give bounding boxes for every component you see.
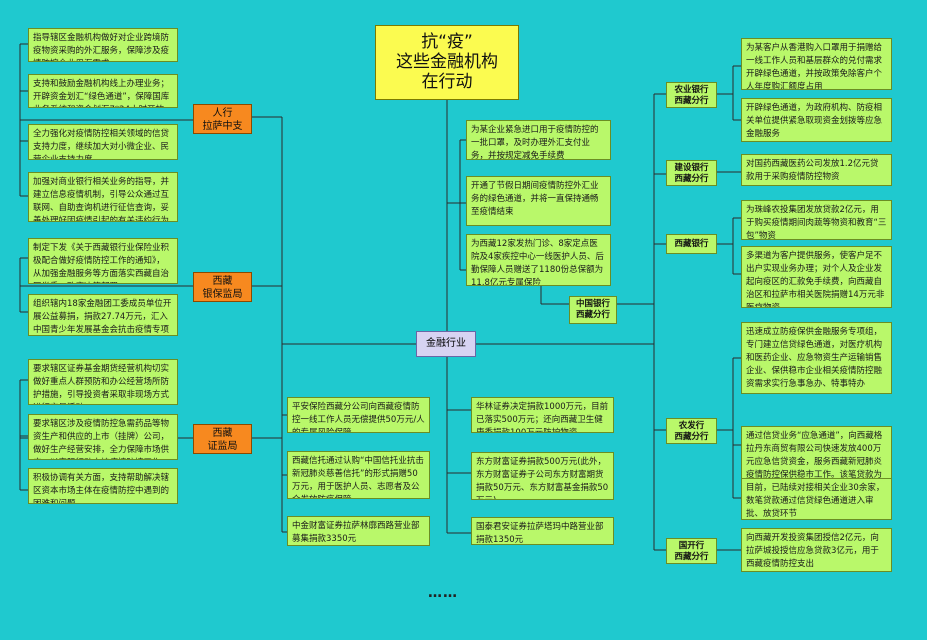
adbc-item-2: 通过信贷业务“应急通道”，向西藏格拉丹东商贸有限公司快速发放400万元应急信贷资… — [741, 426, 892, 486]
adbc-item-1: 迅速成立防疫保供金融服务专项组，专门建立信贷绿色通道，对医疗机构和医药企业、应急… — [741, 322, 892, 394]
label-adbc-line-2: 西藏分行 — [674, 432, 709, 442]
hualin-securities-item: 华林证券决定捐款1000万元，目前已落实500万元；还向西藏卫生健康委捐款100… — [471, 397, 614, 433]
label-cdb-tibet: 国开行 西藏分行 — [666, 538, 717, 564]
pboc-item-1: 指导辖区金融机构做好对企业跨境防疫物资采购的外汇服务，保障涉及疫情防控企业用汇需… — [28, 28, 178, 62]
label-adbc-line-1: 农发行 — [678, 421, 705, 431]
label-cdb-line-2: 西藏分行 — [674, 552, 709, 562]
east-money-item: 东方财富证券捐款500万元(此外，东方财富证券子公司东方财富期货捐款50万元、东… — [471, 452, 614, 500]
bank-of-tibet-item-1: 为珠峰农投集团发放贷款2亿元，用于购买疫情期间肉蔬等物资和教育“三包”物资 — [741, 200, 892, 240]
ellipsis-footer: …… — [428, 585, 458, 601]
label-cbirc-line-1: 西藏 — [212, 276, 233, 287]
label-pboc-lhasa: 人行 拉萨中支 — [193, 104, 252, 134]
pingan-insurance-item: 平安保险西藏分公司向西藏疫情防控一线工作人员无偿提供50万元/人的专属风险保障 — [287, 397, 430, 433]
label-adbc-tibet: 农发行 西藏分行 — [666, 418, 717, 444]
csrc-item-1: 要求辖区证券基金期货经营机构切实做好重点人群预防和办公经营场所防护措施，引导投资… — [28, 359, 178, 405]
label-csrc: 西藏 证监局 — [193, 424, 252, 454]
label-pboc-line-2: 拉萨中支 — [202, 121, 243, 132]
label-boc-line-1: 中国银行 — [575, 299, 610, 309]
boc-item-3: 为西藏12家发热门诊、8家定点医院及4家疾控中心一线医护人员、后勤保障人员赠送了… — [466, 234, 611, 286]
cdb-item-1: 向西藏开发投资集团授信2亿元，向拉萨城投授信应急贷款3亿元，用于西藏疫情防控支出 — [741, 528, 892, 572]
bank-of-tibet-item-2: 多渠道为客户提供服务，使客户足不出户实现业务办理；对个人及企业发起向疫区的汇款免… — [741, 246, 892, 308]
label-cbirc-line-2: 银保监局 — [202, 289, 243, 300]
label-ccb-line-1: 建设银行 — [674, 163, 709, 173]
csrc-item-3: 积极协调有关方面，支持帮助解决辖区资本市场主体在疫情防控中遇到的困难和问题 — [28, 468, 178, 504]
label-ccb-line-2: 西藏分行 — [674, 174, 709, 184]
label-cdb-line-1: 国开行 — [678, 541, 705, 551]
title-line-3: 在行动 — [421, 72, 473, 92]
boc-item-1: 为某企业紧急进口用于疫情防控的一批口罩，及时办理外汇支付业务，并按规定减免手续费 — [466, 120, 611, 160]
label-csrc-line-2: 证监局 — [207, 441, 238, 452]
label-cbirc: 西藏 银保监局 — [193, 272, 252, 302]
adbc-item-3: 目前，已陆续对接相关企业30余家，数笔贷款通过信贷绿色通道进入审批、放贷环节 — [741, 478, 892, 520]
boc-item-2: 开通了节假日期间疫情防控外汇业务的绿色通道，并将一直保持通畅至疫情结束 — [466, 176, 611, 226]
abc-item-2: 开辟绿色通道，为政府机构、防疫相关单位提供紧急取现资金划拨等应急金融服务 — [741, 98, 892, 142]
diagram-title: 抗“疫” 这些金融机构 在行动 — [375, 25, 519, 100]
cicc-wealth-item: 中金财富证券拉萨林廓西路营业部募集捐款3350元 — [287, 516, 430, 546]
pboc-item-2: 支持和鼓励金融机构线上办理业务；开辟资金划汇“绿色通道”，保障国库业务系统和资金… — [28, 74, 178, 108]
label-boc-line-2: 西藏分行 — [575, 310, 610, 320]
pboc-item-4: 加强对商业银行相关业务的指导，并建立信息疫情机制，引导公众通过互联网、自助查询机… — [28, 172, 178, 222]
abc-item-1: 为某客户从香港购入口罩用于捐赠给一线工作人员和基层群众的兑付需求开辟绿色通道，并… — [741, 38, 892, 90]
tibet-trust-item: 西藏信托通过认购“中国信托业抗击新冠肺炎慈善信托”的形式捐赠50万元，用于医护人… — [287, 451, 430, 499]
label-csrc-line-1: 西藏 — [212, 428, 233, 439]
title-line-2: 这些金融机构 — [396, 52, 498, 72]
label-bank-of-tibet-line-1: 西藏银行 — [674, 239, 709, 249]
cbirc-item-1: 制定下发《关于西藏银行业保险业积极配合做好疫情防控工作的通知》，从加强金融服务等… — [28, 238, 178, 284]
ccb-item-1: 对国药西藏医药公司发放1.2亿元贷款用于采购疫情防控物资 — [741, 154, 892, 186]
label-abc-tibet: 农业银行 西藏分行 — [666, 82, 717, 108]
label-boc-tibet: 中国银行 西藏分行 — [569, 296, 617, 324]
label-abc-line-1: 农业银行 — [674, 85, 709, 95]
guotai-junan-item: 国泰君安证券拉萨塔玛中路营业部捐款1350元 — [471, 517, 614, 545]
pboc-item-3: 全力强化对疫情防控相关领域的信贷支持力度，继续加大对小微企业、民营企业支持力度 — [28, 124, 178, 160]
label-pboc-line-1: 人行 — [212, 108, 233, 119]
cbirc-item-2: 组织辖内18家金融团工委成员单位开展公益募捐，捐款27.74万元，汇入中国青少年… — [28, 294, 178, 336]
label-bank-of-tibet: 西藏银行 — [666, 234, 717, 254]
label-abc-line-2: 西藏分行 — [674, 96, 709, 106]
label-ccb-tibet: 建设银行 西藏分行 — [666, 160, 717, 186]
csrc-item-2: 要求辖区涉及疫情防控急需药品等物资生产和供应的上市（挂牌）公司，做好生产经营安排… — [28, 414, 178, 460]
title-line-1: 抗“疫” — [421, 32, 473, 52]
center-node: 金融行业 — [416, 331, 476, 357]
